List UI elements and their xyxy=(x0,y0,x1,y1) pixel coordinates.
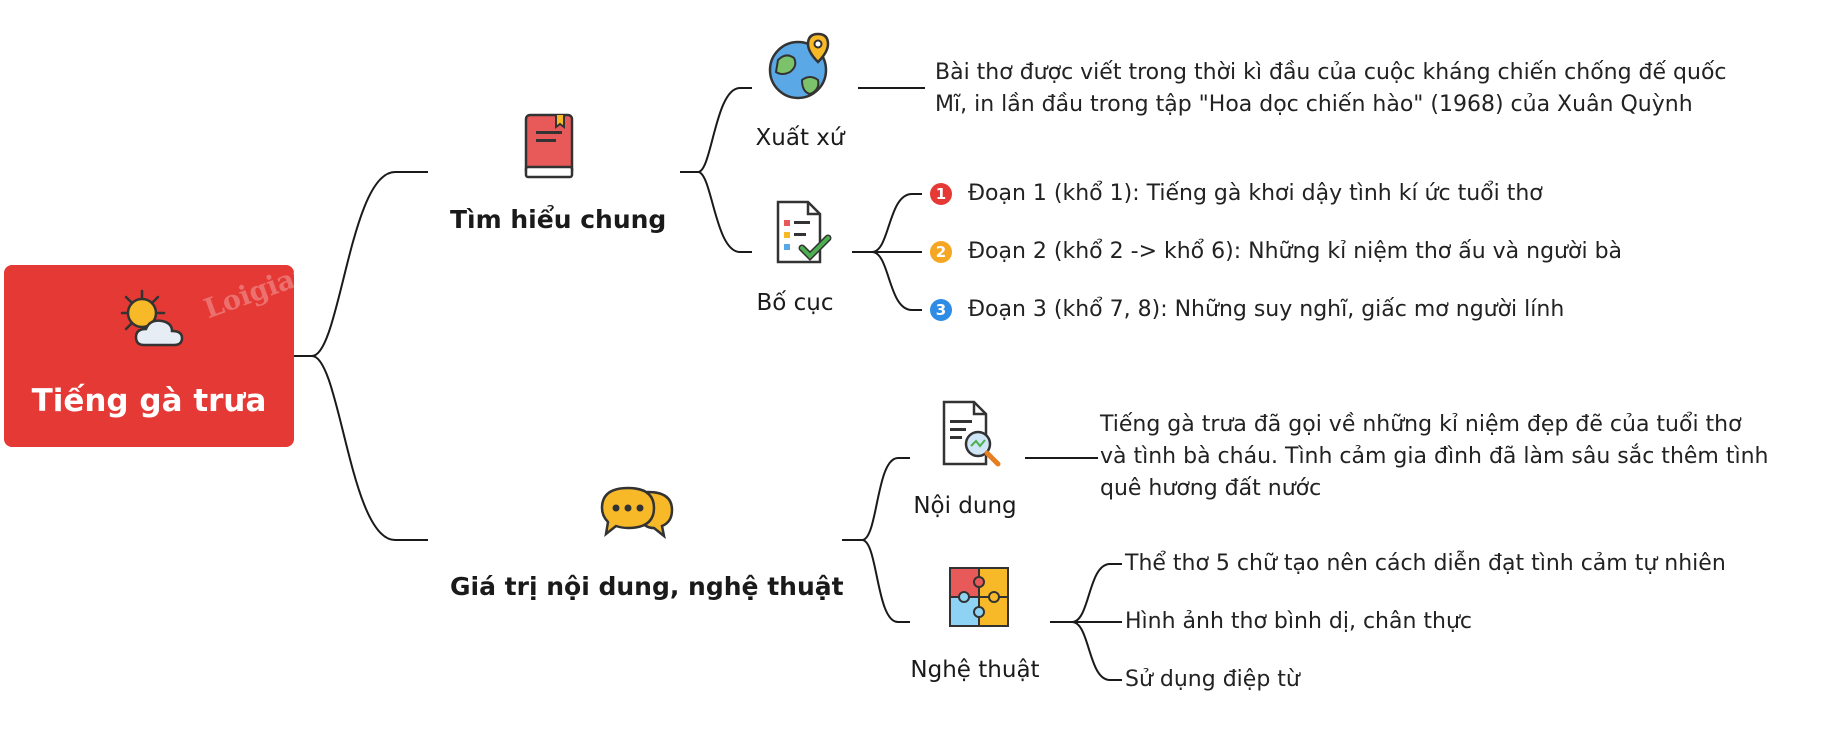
sub-label-xuat-xu: Xuất xứ xyxy=(755,125,845,151)
sub-label-noi-dung: Nội dung xyxy=(913,493,1017,519)
art-item: Sử dụng điệp từ xyxy=(1125,667,1300,692)
number-badge: 2 xyxy=(930,241,952,263)
text-line: và tình bà cháu. Tình cảm gia đình đã là… xyxy=(1100,444,1769,469)
document-search-icon xyxy=(942,400,1001,467)
structure-item: Đoạn 3 (khổ 7, 8): Những suy nghĩ, giấc … xyxy=(968,297,1565,322)
text-line: Bài thơ được viết trong thời kì đầu của … xyxy=(935,60,1727,85)
structure-item: Đoạn 2 (khổ 2 -> khổ 6): Những kỉ niệm t… xyxy=(968,239,1623,264)
text-line: quê hương đất nước xyxy=(1100,476,1322,501)
checklist-icon xyxy=(776,200,832,264)
book-icon xyxy=(524,113,574,179)
content-text: Tiếng gà trưa đã gọi về những kỉ niệm đẹ… xyxy=(1100,409,1768,505)
puzzle-icon xyxy=(949,567,1009,627)
sub-label-nghe-thuat: Nghệ thuật xyxy=(910,657,1040,683)
number-badge: 3 xyxy=(930,299,952,321)
root-node: Tiếng gà trưa xyxy=(4,265,294,447)
text-line: Tiếng gà trưa đã gọi về những kỉ niệm đẹ… xyxy=(1100,412,1742,437)
root-title: Tiếng gà trưa xyxy=(31,383,267,419)
art-item: Hình ảnh thơ bình dị, chân thực xyxy=(1125,609,1473,634)
globe-pin-icon xyxy=(768,32,830,100)
art-item: Thể thơ 5 chữ tạo nên cách diễn đạt tình… xyxy=(1125,551,1726,576)
sun-cloud-icon xyxy=(120,289,184,347)
structure-item: Đoạn 1 (khổ 1): Tiếng gà khơi dậy tình k… xyxy=(968,181,1543,206)
sub-label-bo-cuc: Bố cục xyxy=(756,290,834,316)
number-badge: 1 xyxy=(930,183,952,205)
chat-bubbles-icon xyxy=(600,486,674,540)
branch-label: Giá trị nội dung, nghệ thuật xyxy=(450,572,844,601)
branch-label: Tìm hiểu chung xyxy=(450,205,667,234)
origin-text: Bài thơ được viết trong thời kì đầu của … xyxy=(935,57,1727,121)
text-line: Mĩ, in lần đầu trong tập "Hoa dọc chiến … xyxy=(935,92,1693,117)
